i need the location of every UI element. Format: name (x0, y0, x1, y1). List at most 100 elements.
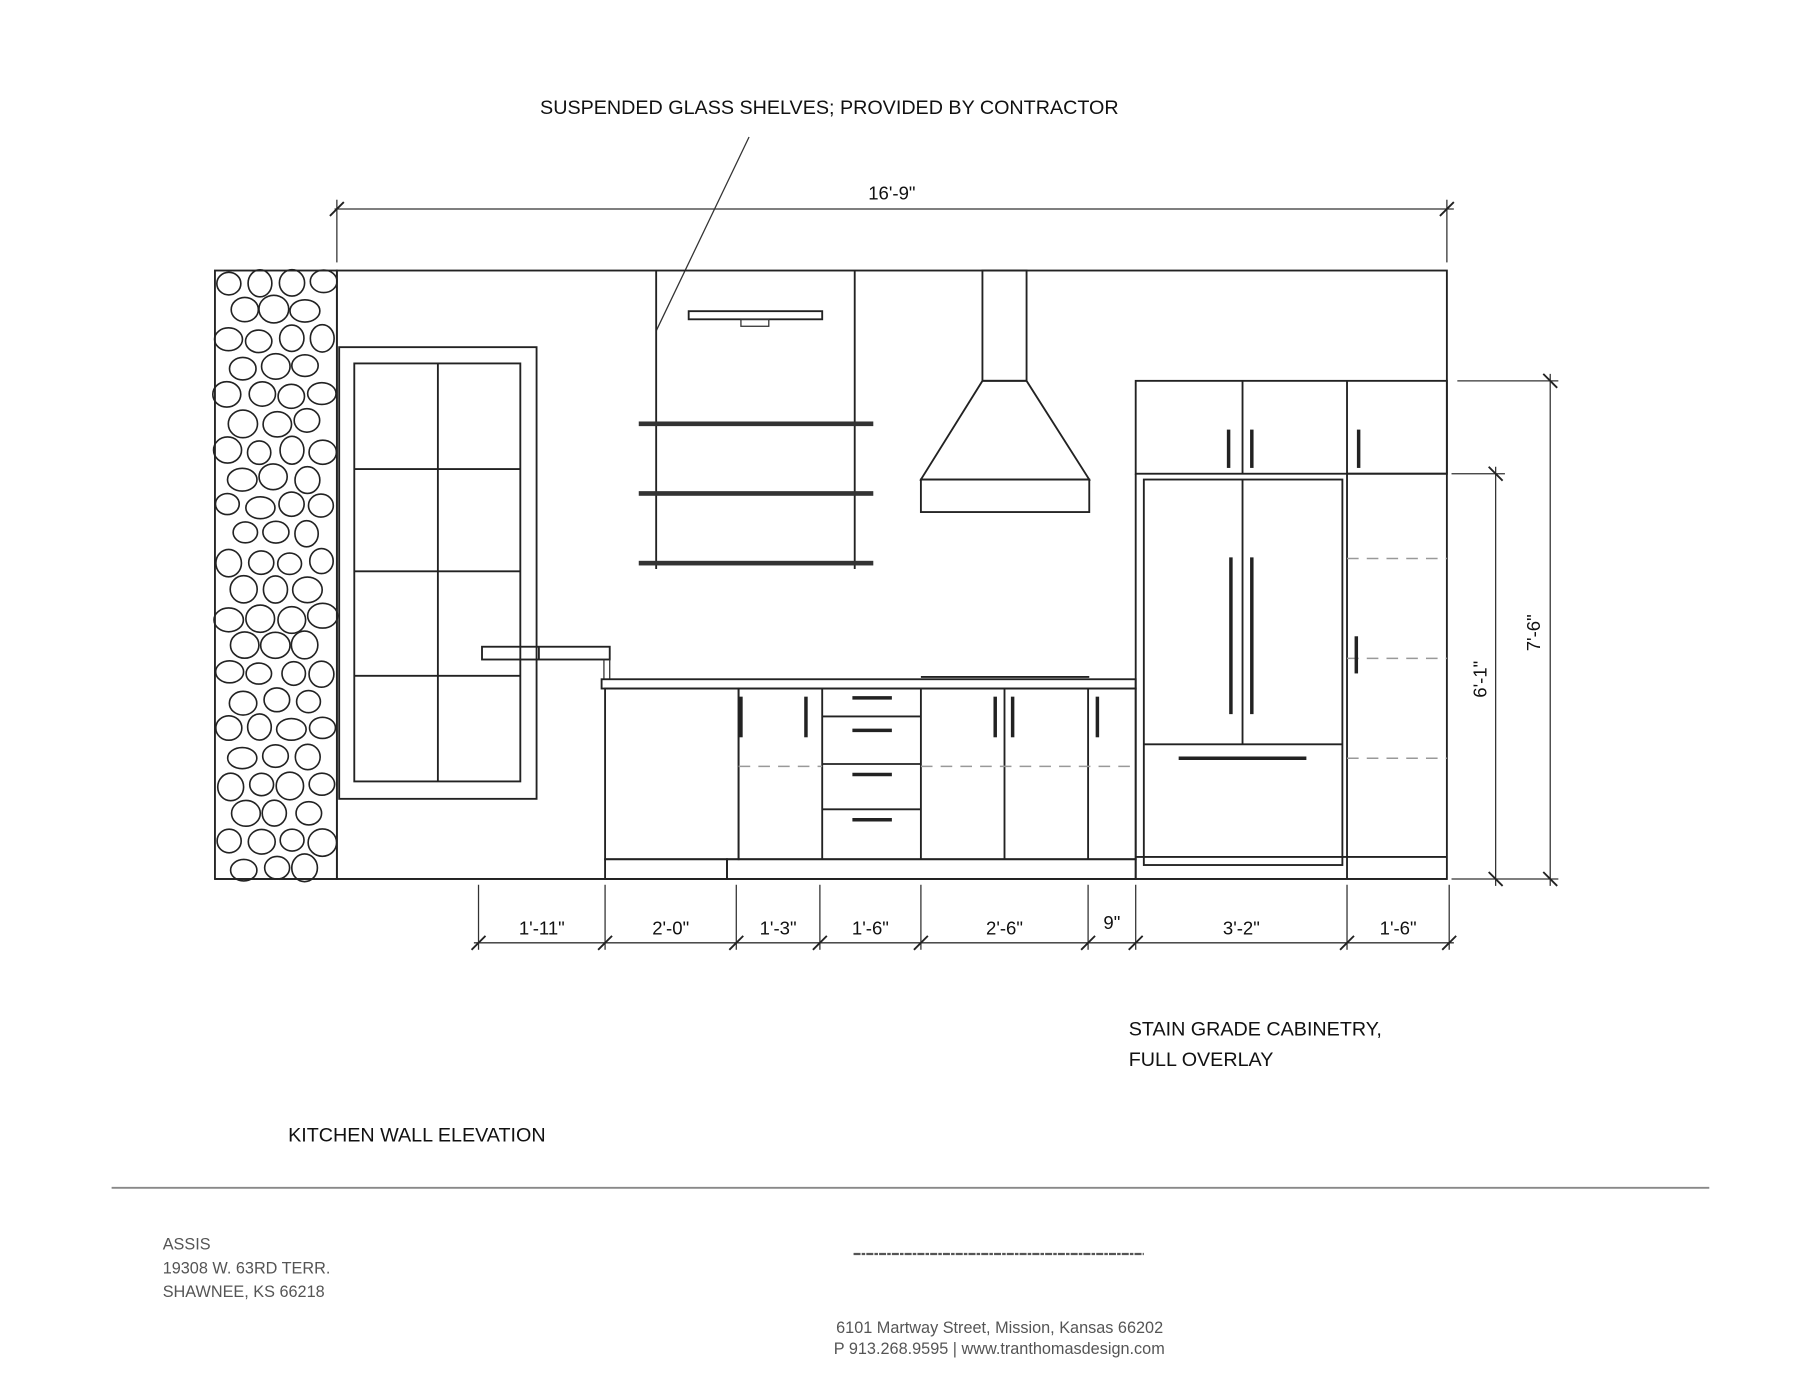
callout-label: SUSPENDED GLASS SHELVES; PROVIDED BY CON… (540, 97, 1119, 119)
refrigerator-tower (1134, 379, 1448, 879)
stone (308, 716, 337, 740)
stone (263, 855, 291, 880)
dimension-tick (1441, 935, 1457, 951)
stone (258, 463, 289, 491)
stone (228, 356, 257, 381)
stone (294, 465, 321, 495)
dimension-tick (1128, 935, 1144, 951)
stone (215, 548, 243, 578)
stone (261, 743, 290, 769)
stone (275, 717, 307, 742)
stone (230, 799, 262, 828)
dimension-label: 1'-6" (1380, 918, 1417, 939)
firm-address: 6101 Martway Street, Mission, Kansas 662… (836, 1319, 1163, 1337)
stone (226, 467, 258, 492)
stone (278, 324, 305, 353)
stone (277, 383, 306, 410)
dimension-label: 9" (1103, 912, 1120, 933)
stone (277, 605, 307, 635)
stone-wall (211, 268, 339, 883)
stone (229, 858, 258, 882)
stone (295, 800, 323, 826)
dimension-tick (470, 935, 487, 951)
stone (245, 662, 273, 685)
stone (295, 689, 322, 714)
stone (306, 602, 339, 629)
range-hood (919, 269, 1091, 513)
svg-text:16'-9": 16'-9" (868, 183, 915, 204)
stone (261, 799, 288, 827)
stone (216, 271, 242, 296)
stone (289, 298, 321, 323)
stone (259, 631, 291, 660)
stone (216, 828, 243, 854)
stone (309, 323, 335, 353)
stone (279, 828, 305, 852)
dimension-tick (1080, 935, 1096, 951)
suspended-glass-shelves (638, 270, 874, 569)
stone (294, 519, 320, 548)
stone (227, 409, 259, 439)
stone (262, 575, 289, 604)
stone (214, 714, 243, 742)
stone (307, 828, 338, 858)
stone (275, 771, 305, 801)
stone (228, 690, 258, 716)
stone (247, 550, 275, 576)
countertop (600, 678, 1137, 690)
callout-leader (655, 136, 750, 332)
stone (229, 631, 260, 660)
stone (245, 604, 276, 634)
bar-counter (481, 645, 611, 680)
dimension-tick (597, 935, 613, 951)
stone (276, 552, 303, 576)
stone (308, 660, 335, 689)
stone (307, 493, 335, 518)
dimension-tick (1339, 935, 1355, 951)
stone (263, 687, 291, 713)
stone (293, 407, 321, 433)
stone (281, 660, 307, 687)
stone (213, 607, 245, 633)
stone (226, 746, 258, 770)
stone (244, 329, 273, 354)
stone (229, 574, 259, 604)
stone (258, 294, 290, 324)
stone (262, 410, 293, 438)
stone (232, 521, 259, 544)
wall-outline (335, 269, 1448, 880)
dimension-label: 2'-6" (986, 918, 1023, 939)
dimension-tick (913, 935, 929, 951)
stone (246, 440, 272, 466)
stone (278, 491, 305, 518)
height-dimensions: 7'-6" 6'-1" (1451, 373, 1559, 887)
dimension-label: 3'-2" (1223, 918, 1260, 939)
stone (308, 439, 338, 466)
note-line: FULL OVERLAY (1129, 1049, 1274, 1071)
note-line: STAIN GRADE CABINETRY, (1129, 1019, 1382, 1041)
client-name: ASSIS (163, 1235, 211, 1253)
client-address: 19308 W. 63RD TERR. (163, 1260, 331, 1278)
dimension-tick (728, 935, 744, 951)
stone (247, 269, 273, 298)
stone (279, 435, 305, 465)
stone (214, 659, 245, 684)
firm-contact: P 913.268.9595 | www.tranthomasdesign.co… (834, 1340, 1165, 1358)
svg-text:6'-1": 6'-1" (1469, 661, 1490, 698)
stone (262, 520, 290, 544)
stone (308, 547, 335, 575)
stone (248, 380, 277, 407)
svg-text:7'-6": 7'-6" (1523, 614, 1544, 651)
bottom-dimensions: 1'-11"2'-0"1'-3"1'-6"2'-6"9"3'-2"1'-6" (470, 884, 1457, 951)
overall-width-dimension: 16'-9" (329, 183, 1455, 263)
stone (245, 496, 276, 520)
stone (306, 381, 337, 406)
dimension-label: 1'-11" (519, 918, 565, 939)
stone (294, 743, 321, 771)
light-fixture (687, 310, 824, 321)
stone (211, 380, 242, 408)
stone (247, 828, 277, 855)
dimension-tick (812, 935, 828, 951)
stone (214, 492, 241, 516)
